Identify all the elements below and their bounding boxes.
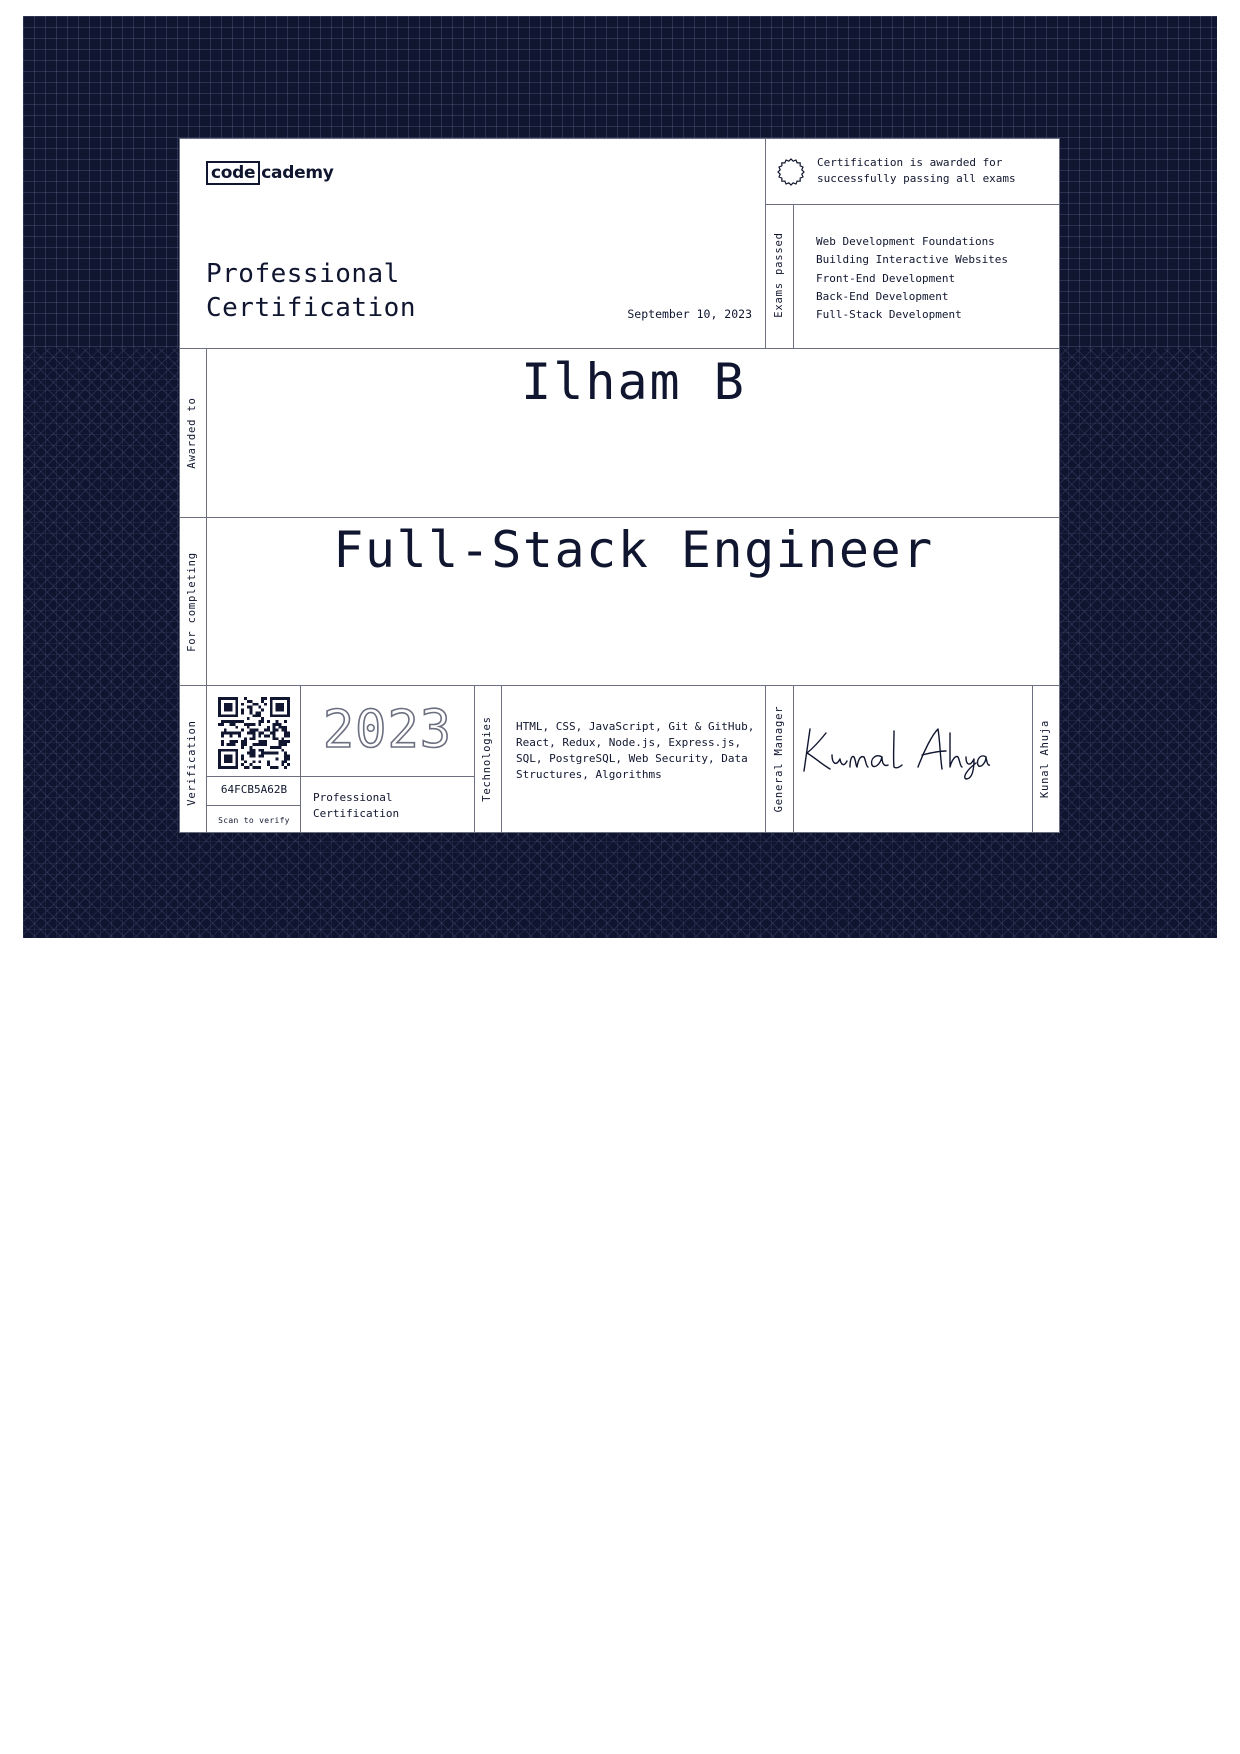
awarded-to-label: Awarded to <box>186 397 198 469</box>
divider <box>300 685 301 832</box>
signature-icon <box>803 728 990 780</box>
certification-type: Professional Certification <box>313 790 399 822</box>
divider <box>1032 685 1033 832</box>
signer-name: Kunal Ahuja <box>1039 719 1051 799</box>
certificate-title: Professional Certification <box>206 257 416 325</box>
badge-panel: Certification is awarded for successfull… <box>766 139 1059 204</box>
technologies-list: HTML, CSS, JavaScript, Git & GitHub, Rea… <box>516 720 755 781</box>
certificate-card: code cademy Professional Certification S… <box>179 138 1060 833</box>
exam-item: Web Development Foundations <box>816 235 995 248</box>
issue-date: September 10, 2023 <box>627 307 752 321</box>
divider <box>206 348 207 832</box>
for-completing-label: For completing <box>186 552 198 652</box>
divider <box>501 685 502 832</box>
scan-to-verify-label: Scan to verify <box>218 816 290 825</box>
title-line-1: Professional <box>206 259 400 289</box>
divider <box>206 805 300 806</box>
divider <box>765 139 766 348</box>
badge-text: Certification is awarded for successfull… <box>817 156 1016 185</box>
divider <box>793 685 794 832</box>
divider <box>474 685 475 832</box>
course-name: Full-Stack Engineer <box>333 521 934 579</box>
recipient-name: Ilham B <box>521 353 746 411</box>
logo-rest-text: cademy <box>261 163 334 183</box>
exam-item: Building Interactive Websites <box>816 253 1009 267</box>
codecademy-logo: code cademy <box>206 161 334 185</box>
exam-item: Front-End Development <box>816 271 956 285</box>
divider <box>793 204 794 348</box>
exam-item: Back-End Development <box>816 289 949 303</box>
divider <box>206 776 475 777</box>
qr-code-icon[interactable] <box>218 697 290 769</box>
exams-passed-label: Exams passed <box>773 232 785 318</box>
general-manager-label: General Manager <box>773 705 785 813</box>
exam-item: Full-Stack Development <box>816 308 962 322</box>
divider <box>180 685 1059 686</box>
logo-box-text: code <box>206 161 261 185</box>
technologies-label: Technologies <box>481 716 493 802</box>
certificate-year: 2023 <box>322 699 453 761</box>
divider <box>765 685 766 832</box>
divider <box>180 517 1059 518</box>
badge-seal-icon <box>777 158 805 186</box>
type-line-2: Certification <box>313 807 400 820</box>
verification-label: Verification <box>186 720 198 806</box>
divider <box>766 204 1059 205</box>
divider <box>180 348 1059 349</box>
verification-code: 64FCB5A62B <box>220 783 288 796</box>
type-line-1: Professional <box>313 791 393 804</box>
title-line-2: Certification <box>206 293 416 323</box>
